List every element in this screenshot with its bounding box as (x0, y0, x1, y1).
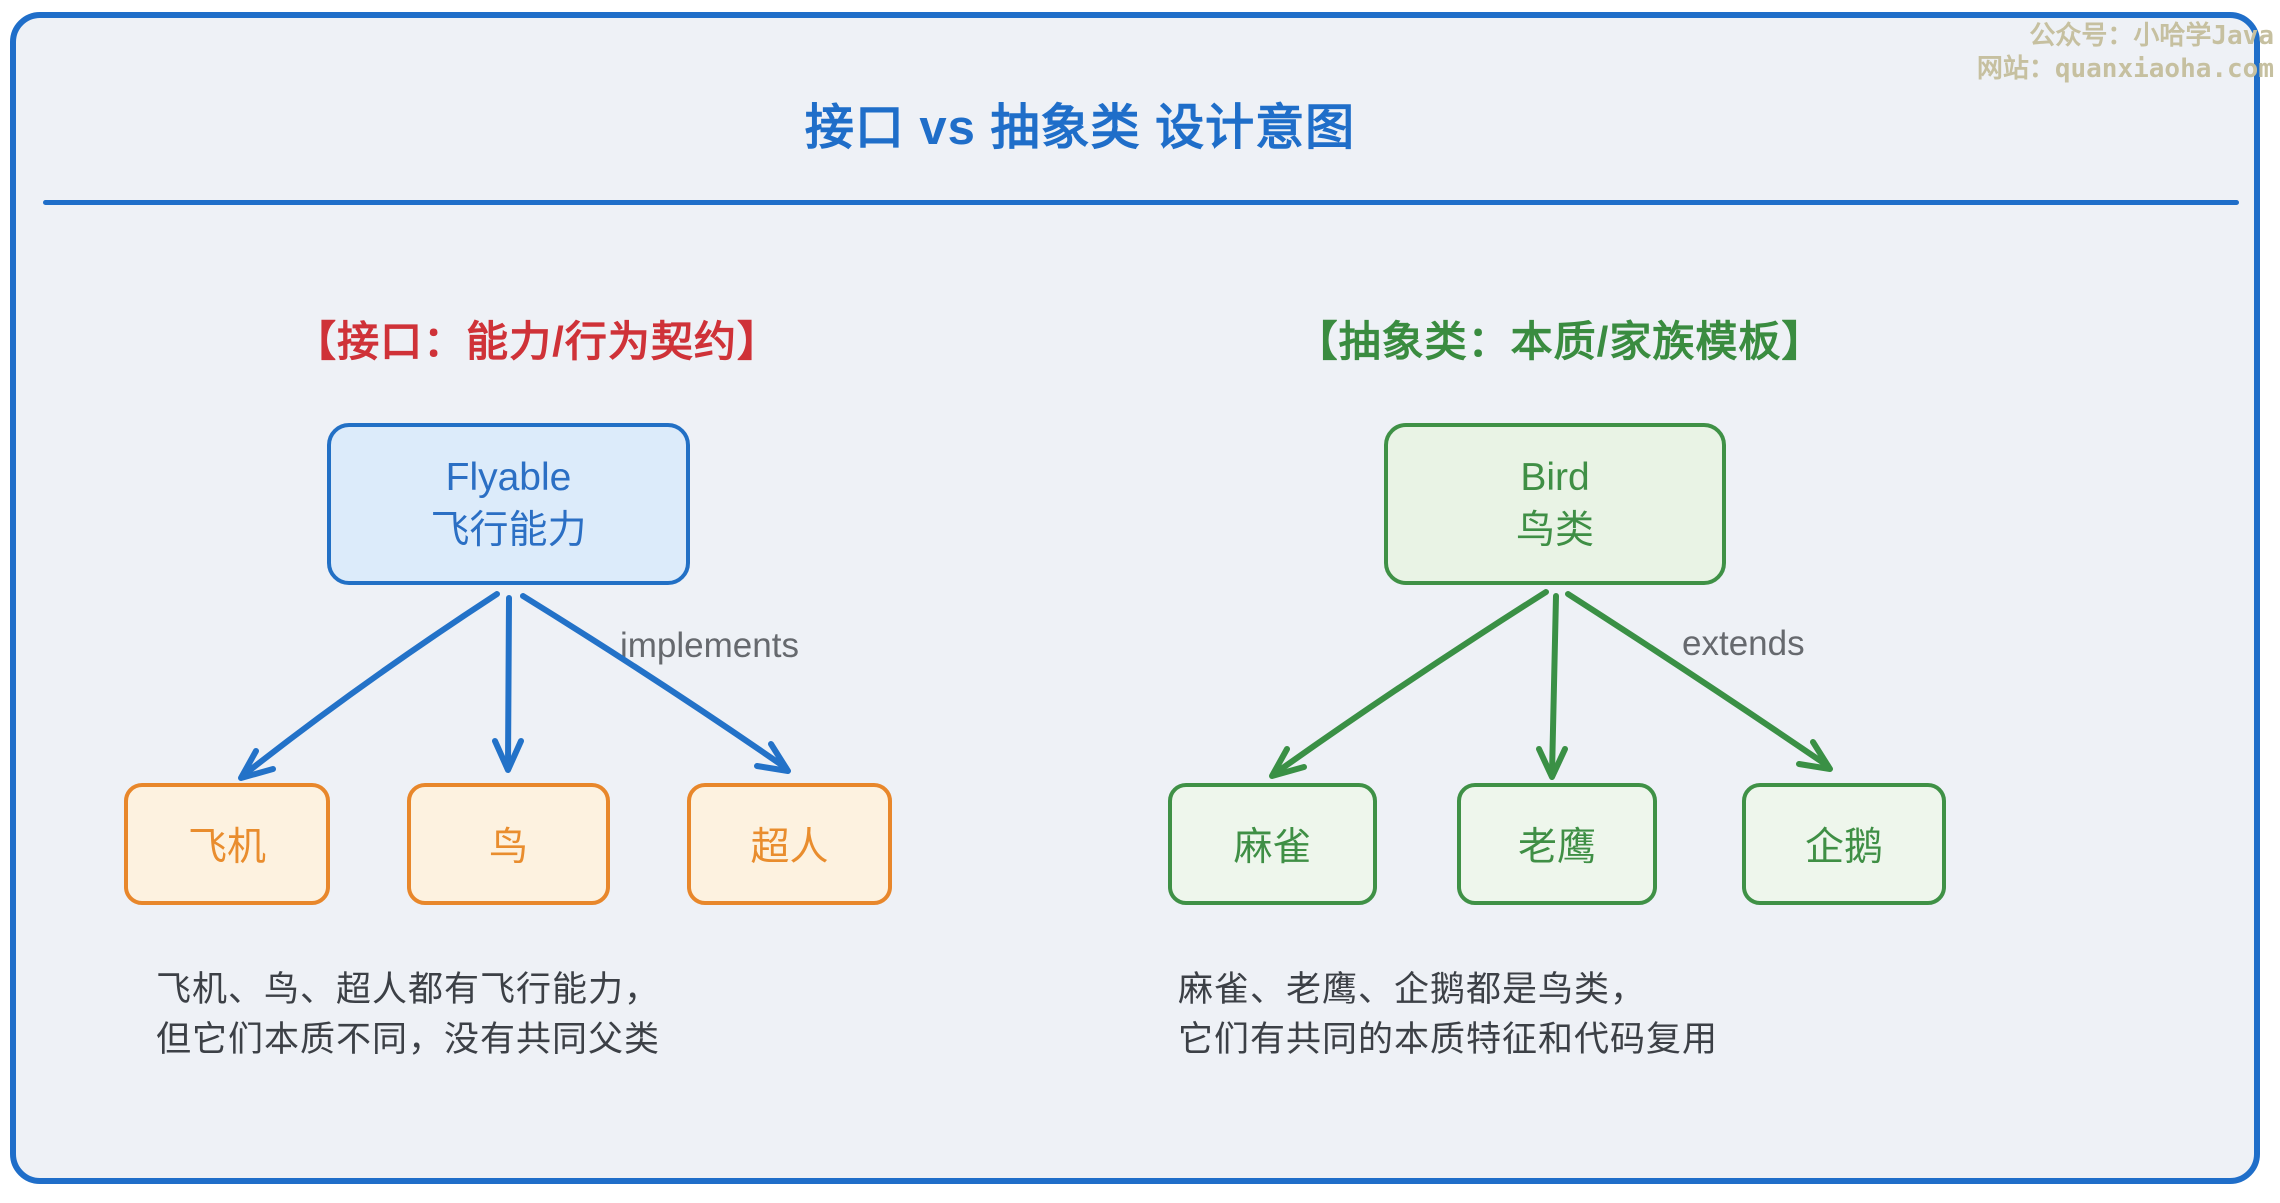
node-penguin-label: 企鹅 (1804, 826, 1883, 869)
node-eagle: 老鹰 (1457, 783, 1657, 905)
interface-note-line-2: 但它们本质不同，没有共同父类 (156, 1020, 661, 1059)
node-flyable-subtitle: 飞行能力 (430, 509, 587, 552)
node-bird-name: Bird (1520, 456, 1590, 499)
watermark: 公众号：小哈学Java 网站：quanxiaoha.com (1977, 20, 2274, 86)
abstract-note-line-2: 它们有共同的本质特征和代码复用 (1178, 1020, 1719, 1059)
watermark-line-1: 公众号：小哈学Java (2029, 21, 2274, 51)
node-superman: 超人 (687, 783, 892, 905)
node-superman-label: 超人 (750, 826, 829, 869)
page-title: 接口 vs 抽象类 设计意图 (804, 101, 1356, 155)
node-airplane: 飞机 (124, 783, 330, 905)
title-divider (43, 200, 2239, 205)
node-flyable-name: Flyable (445, 456, 572, 499)
node-bird-subtitle: 鸟类 (1515, 509, 1594, 552)
node-bird-small: 鸟 (407, 783, 610, 905)
node-bird-small-label: 鸟 (488, 826, 528, 869)
interface-note: 飞机、鸟、超人都有飞行能力， 但它们本质不同，没有共同父类 (156, 965, 660, 1065)
watermark-line-2: 网站：quanxiaoha.com (1976, 54, 2274, 84)
extends-label: extends (1682, 624, 1805, 663)
abstract-note-line-1: 麻雀、老鹰、企鹅都是鸟类， (1178, 970, 1647, 1009)
node-penguin: 企鹅 (1742, 783, 1946, 905)
implements-label: implements (620, 626, 799, 665)
interface-section-header: 【接口：能力/行为契约】 (294, 318, 780, 365)
node-bird: Bird 鸟类 (1384, 423, 1726, 585)
node-flyable: Flyable 飞行能力 (327, 423, 690, 585)
abstract-note: 麻雀、老鹰、企鹅都是鸟类， 它们有共同的本质特征和代码复用 (1178, 965, 1718, 1065)
node-sparrow-label: 麻雀 (1233, 826, 1312, 869)
abstract-section-header: 【抽象类：本质/家族模板】 (1295, 318, 1825, 365)
node-eagle-label: 老鹰 (1517, 826, 1596, 869)
node-airplane-label: 飞机 (187, 826, 266, 869)
interface-note-line-1: 飞机、鸟、超人都有飞行能力， (156, 970, 661, 1009)
node-sparrow: 麻雀 (1168, 783, 1377, 905)
